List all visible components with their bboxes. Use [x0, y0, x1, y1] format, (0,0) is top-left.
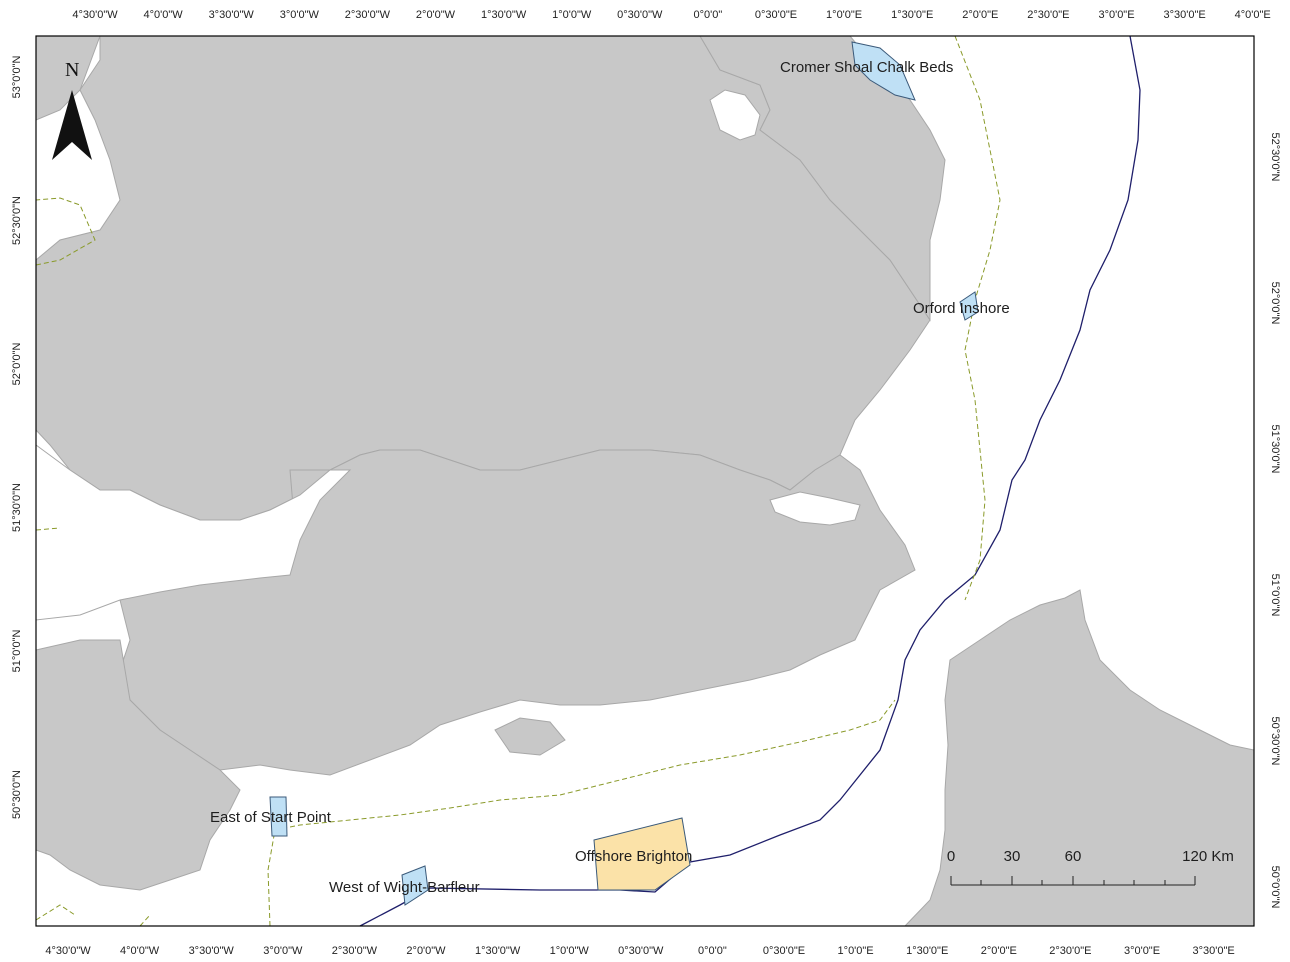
land-south-west: [35, 639, 241, 891]
ticks-bottom: 4°30'0"W 4°0'0"W 3°30'0"W 3°0'0"W 2°30'0"W 2°…: [45, 945, 1234, 957]
tick-top-7: 1°0'0"W: [552, 9, 592, 21]
mpa-offshore-brighton-polygon[interactable]: [593, 817, 691, 891]
land-france: [903, 589, 1255, 927]
tick-top-16: 3°30'0"E: [1163, 9, 1205, 21]
mpa-orford-inshore-polygon[interactable]: [959, 291, 979, 321]
tick-top-13: 2°0'0"E: [962, 9, 998, 21]
tick-bottom-5: 2°0'0"W: [406, 945, 446, 957]
tick-left-1: 52°30'0"N: [11, 196, 23, 245]
scale-label-0: 0: [947, 848, 955, 865]
label-cromer-shoal-chalk-beds: Cromer Shoal Chalk Beds: [780, 59, 953, 76]
tick-right-4: 50°30'0"N: [1269, 717, 1281, 766]
tick-right-5: 50°0'0"N: [1269, 866, 1281, 909]
mpa-cromer-shoal-polygon[interactable]: [851, 41, 916, 101]
tick-right-3: 51°0'0"N: [1269, 574, 1281, 617]
tick-bottom-15: 3°0'0"E: [1124, 945, 1160, 957]
tick-top-9: 0°0'0": [694, 9, 723, 21]
tick-bottom-9: 0°0'0": [698, 945, 727, 957]
tick-left-0: 53°0'0"N: [11, 56, 23, 99]
tick-bottom-6: 1°30'0"W: [475, 945, 521, 957]
ticks-top: 4°30'0"W 4°0'0"W 3°30'0"W 3°0'0"W 2°30'0"W 2°…: [72, 9, 1270, 21]
label-orford-inshore: Orford Inshore: [913, 300, 1010, 317]
boundary-line: [359, 35, 1141, 927]
tick-top-4: 2°30'0"W: [345, 9, 391, 21]
mpa-east-of-start-point-polygon[interactable]: [269, 796, 288, 837]
scale-label-60: 60: [1065, 848, 1082, 865]
tick-top-8: 0°30'0"W: [617, 9, 663, 21]
scale-label-30: 30: [1004, 848, 1021, 865]
tick-bottom-2: 3°30'0"W: [189, 945, 235, 957]
tick-top-2: 3°30'0"W: [209, 9, 255, 21]
tick-left-4: 51°0'0"N: [11, 630, 23, 673]
tick-top-3: 3°0'0"W: [280, 9, 320, 21]
map-neatline: [35, 35, 1255, 927]
label-offshore-brighton: Offshore Brighton: [575, 848, 692, 865]
thames-estuary: [769, 491, 861, 526]
tick-bottom-8: 0°30'0"W: [618, 945, 664, 957]
tick-bottom-13: 2°0'0"E: [981, 945, 1017, 957]
mpa-west-of-wight-polygon[interactable]: [401, 865, 429, 906]
tick-top-15: 3°0'0"E: [1098, 9, 1134, 21]
tick-bottom-1: 4°0'0"W: [120, 945, 160, 957]
tick-top-17: 4°0'0"E: [1235, 9, 1271, 21]
tick-top-10: 0°30'0"E: [755, 9, 797, 21]
tick-top-5: 2°0'0"W: [416, 9, 456, 21]
label-east-of-start-point: East of Start Point: [210, 809, 332, 826]
tick-bottom-3: 3°0'0"W: [263, 945, 303, 957]
ticks-right: 52°30'0"N 52°0'0"N 51°30'0"N 51°0'0"N 50°30'…: [1269, 133, 1281, 909]
north-arrow-icon: N: [52, 59, 92, 160]
tick-right-1: 52°0'0"N: [1269, 282, 1281, 325]
tick-bottom-0: 4°30'0"W: [45, 945, 91, 957]
land-layer: [35, 35, 1255, 927]
tick-top-11: 1°0'0"E: [826, 9, 862, 21]
tick-right-2: 51°30'0"N: [1269, 425, 1281, 474]
tick-left-3: 51°30'0"N: [11, 483, 23, 532]
bristol-channel: [35, 444, 352, 621]
tick-bottom-10: 0°30'0"E: [763, 945, 805, 957]
north-arrow-shape: [52, 90, 92, 160]
the-wash: [709, 89, 761, 141]
tick-top-0: 4°30'0"W: [72, 9, 118, 21]
scale-label-120: 120 Km: [1182, 848, 1234, 865]
tick-left-2: 52°0'0"N: [11, 343, 23, 386]
land-isle-of-wight: [494, 717, 566, 756]
tick-top-1: 4°0'0"W: [144, 9, 184, 21]
dashed-limit-line: [35, 35, 1001, 927]
tick-top-14: 2°30'0"E: [1027, 9, 1069, 21]
north-letter: N: [65, 59, 79, 81]
tick-bottom-11: 1°0'0"E: [838, 945, 874, 957]
tick-top-12: 1°30'0"E: [891, 9, 933, 21]
tick-right-0: 52°30'0"N: [1269, 133, 1281, 182]
scale-bar: 0 30 60 120 Km: [947, 848, 1234, 886]
tick-bottom-14: 2°30'0"E: [1049, 945, 1091, 957]
tick-top-6: 1°30'0"W: [481, 9, 527, 21]
label-west-of-wight-barfleur: West of Wight-Barfleur: [329, 879, 480, 896]
tick-left-5: 50°30'0"N: [11, 770, 23, 819]
tick-bottom-4: 2°30'0"W: [332, 945, 378, 957]
ticks-left: 53°0'0"N 52°30'0"N 52°0'0"N 51°30'0"N 51°0'0…: [11, 56, 23, 819]
tick-bottom-7: 1°0'0"W: [550, 945, 590, 957]
tick-bottom-12: 1°30'0"E: [906, 945, 948, 957]
tick-bottom-16: 3°30'0"E: [1192, 945, 1234, 957]
